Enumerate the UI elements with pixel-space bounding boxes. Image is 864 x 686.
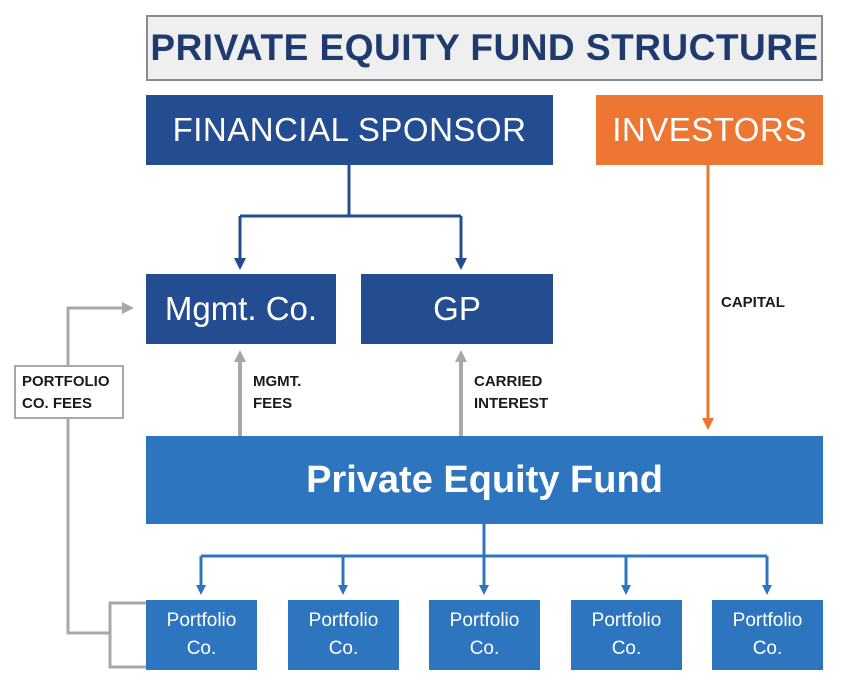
portfolio-co-line1: Portfolio — [732, 610, 803, 632]
gp-box: GP — [361, 274, 553, 344]
portfolio-co-line1: Portfolio — [449, 610, 520, 632]
portfolio-co-line2: Co. — [328, 638, 359, 659]
private-equity-fund-box: Private Equity Fund — [146, 436, 823, 524]
portfolio-fees-label-line2: CO. FEES — [22, 394, 93, 412]
portfolio-co-line2: Co. — [186, 638, 217, 659]
portfolio-fees-label-line1: PORTFOLIO — [22, 373, 110, 390]
portfolio-co-box: Portfolio Co. — [712, 600, 823, 670]
financial-sponsor-box: FINANCIAL SPONSOR — [146, 95, 553, 165]
fund-to-portfolio-connector — [201, 524, 767, 558]
investors-box: INVESTORS — [596, 95, 823, 165]
mgmt-fees-label-line2: FEES — [253, 394, 293, 412]
portfolio-co-line1: Portfolio — [308, 610, 379, 632]
portfolio-co-box: Portfolio Co. — [146, 600, 257, 670]
mgmt-fees-label-line1: MGMT. — [253, 373, 302, 390]
carried-interest-label: CARRIED INTEREST — [474, 371, 548, 415]
portfolio-co-box: Portfolio Co. — [571, 600, 682, 670]
portfolio-co-box: Portfolio Co. — [429, 600, 540, 670]
portfolio-co-line2: Co. — [469, 638, 500, 659]
portfolio-co-line1: Portfolio — [591, 610, 662, 632]
portfolio-co-line2: Co. — [611, 638, 642, 659]
portfolio-fees-path — [66, 308, 146, 669]
sponsor-connector — [240, 165, 461, 218]
mgmt-fees-label: MGMT. FEES — [253, 371, 301, 415]
diagram-title: PRIVATE EQUITY FUND STRUCTURE — [146, 15, 823, 81]
portfolio-fees-label: PORTFOLIO CO. FEES — [14, 365, 124, 419]
portfolio-co-line1: Portfolio — [166, 610, 237, 632]
portfolio-co-line2: Co. — [752, 638, 783, 659]
mgmt-co-box: Mgmt. Co. — [146, 274, 336, 344]
capital-label: CAPITAL — [721, 294, 785, 311]
portfolio-co-box: Portfolio Co. — [288, 600, 399, 670]
carried-interest-label-line1: CARRIED — [474, 373, 543, 390]
carried-interest-label-line2: INTEREST — [474, 394, 549, 412]
